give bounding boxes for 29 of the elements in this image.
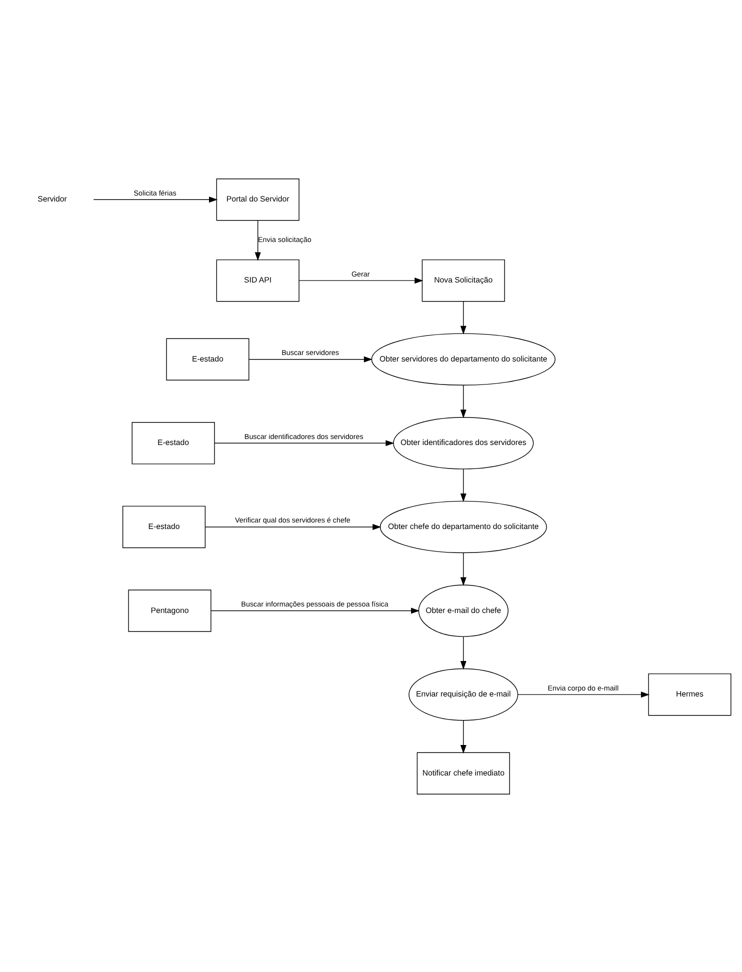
arrow	[460, 636, 466, 670]
node-box: Hermes	[648, 672, 732, 716]
arrow	[204, 523, 382, 530]
arrow	[248, 356, 373, 362]
node-box: E-estado	[122, 505, 206, 548]
node-box: SID API	[216, 258, 300, 302]
arrow	[210, 607, 420, 614]
node-box: Notificar chefe imediato	[416, 752, 510, 794]
node-box: Pentagono	[128, 589, 212, 632]
node-box: E-estado	[166, 338, 250, 380]
node-ellipse: Enviar requisição de e-mail	[408, 668, 518, 720]
node-text: Servidor	[38, 194, 67, 204]
node-ellipse: Obter chefe do departamento do solicitante	[380, 500, 547, 553]
arrow	[298, 277, 424, 284]
arrow	[518, 691, 650, 698]
arrow	[460, 468, 466, 502]
node-box: E-estado	[132, 422, 215, 464]
node-box: Portal do Servidor	[216, 178, 300, 220]
node-ellipse: Obter identificadores dos servidores	[393, 416, 534, 469]
arrow	[460, 384, 466, 418]
arrow	[254, 220, 261, 260]
node-box: Nova Solicitação	[422, 258, 505, 302]
arrow	[460, 300, 466, 334]
arrow	[93, 196, 218, 202]
arrow	[460, 720, 466, 754]
arrow	[460, 552, 466, 586]
arrow	[214, 440, 394, 446]
node-ellipse: Obter e-mail do chefe	[418, 584, 508, 636]
node-ellipse: Obter servidores do departamento do solicitante	[371, 332, 556, 385]
